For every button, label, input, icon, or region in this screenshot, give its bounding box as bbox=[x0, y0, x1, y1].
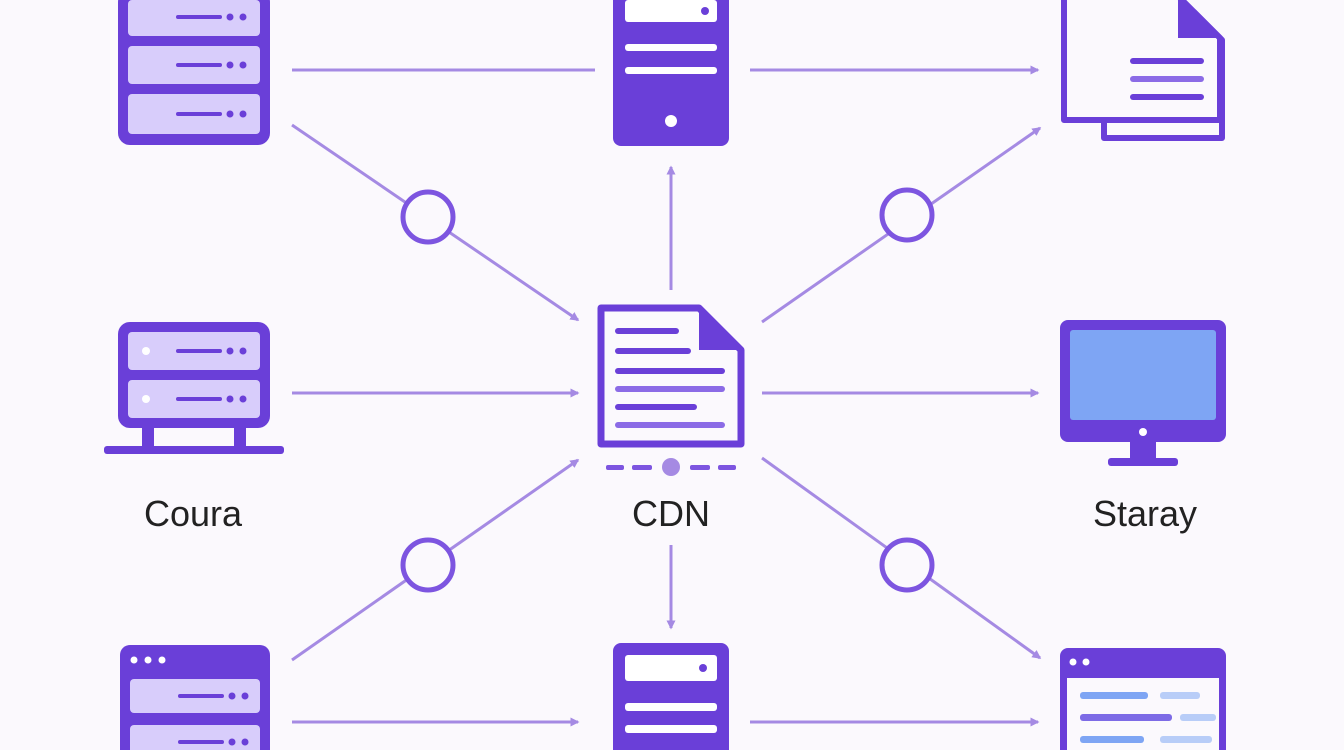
junction-bottom-right bbox=[879, 537, 935, 593]
document-icon bbox=[597, 304, 745, 448]
label-center: CDN bbox=[632, 493, 710, 534]
server-rack-icon bbox=[118, 0, 270, 145]
server-rack-icon bbox=[120, 645, 270, 750]
junction-bottom-left bbox=[400, 537, 456, 593]
monitor-icon bbox=[1060, 320, 1226, 466]
document-base-dashes bbox=[606, 458, 736, 476]
junction-top-right bbox=[879, 187, 935, 243]
document-stack-icon bbox=[1061, 0, 1225, 141]
label-left: Coura bbox=[144, 493, 243, 534]
junction-top-left bbox=[400, 189, 456, 245]
browser-window-icon bbox=[1060, 648, 1226, 750]
junctions bbox=[400, 187, 935, 593]
server-rack-icon bbox=[104, 322, 284, 454]
server-tower-icon bbox=[613, 0, 729, 146]
server-rack-icon bbox=[613, 643, 729, 750]
label-right: Staray bbox=[1093, 493, 1197, 534]
